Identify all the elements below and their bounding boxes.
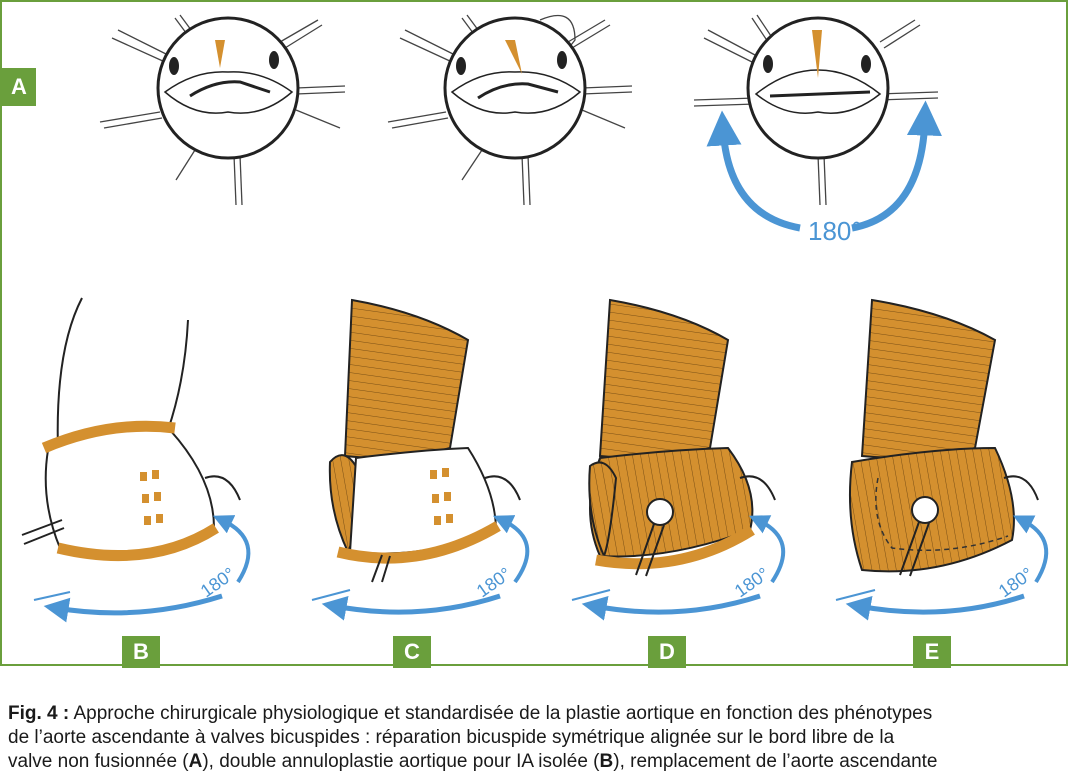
- root-drawing-e: [835, 298, 1049, 621]
- panel-label-b: B: [122, 636, 160, 668]
- figure-illustration: 180° 180° 180°: [21, 14, 1049, 623]
- caption-line-3-e: ), remplacement de l’aorte ascendante: [613, 751, 938, 772]
- caption-lead: Fig. 4 :: [8, 703, 70, 724]
- caption-line-3-c: ), double annuloplastie aortique pour IA…: [202, 751, 600, 772]
- e-rotation-label: 180°: [995, 564, 1037, 602]
- panel-label-e: E: [913, 636, 951, 668]
- panel-label-a: A: [2, 68, 36, 106]
- caption-line-1: Fig. 4 : Approche chirurgicale physiolog…: [8, 702, 1064, 726]
- valve-view-2: [387, 14, 633, 206]
- top-rotation-label: 180°: [808, 216, 862, 246]
- valve-view-1: [99, 14, 346, 206]
- d-rotation-label: 180°: [731, 564, 773, 602]
- caption-line-1-text: Approche chirurgicale physiologique et s…: [69, 703, 933, 724]
- root-drawing-c: [311, 298, 530, 621]
- valve-view-3: [693, 14, 942, 232]
- caption-line-3-a: valve non fusionnée (: [8, 751, 189, 772]
- panel-label-c: C: [393, 636, 431, 668]
- caption-line-3-d: B: [599, 751, 614, 772]
- caption-line-3: valve non fusionnée (A), double annulopl…: [8, 750, 1064, 774]
- root-drawing-b: [21, 297, 251, 623]
- root-drawing-d: [571, 298, 786, 621]
- figure-caption: Fig. 4 : Approche chirurgicale physiolog…: [8, 702, 1064, 774]
- caption-line-3-b: A: [188, 751, 203, 772]
- caption-line-2: de l’aorte ascendante à valves bicuspide…: [8, 727, 895, 748]
- panel-label-d: D: [648, 636, 686, 668]
